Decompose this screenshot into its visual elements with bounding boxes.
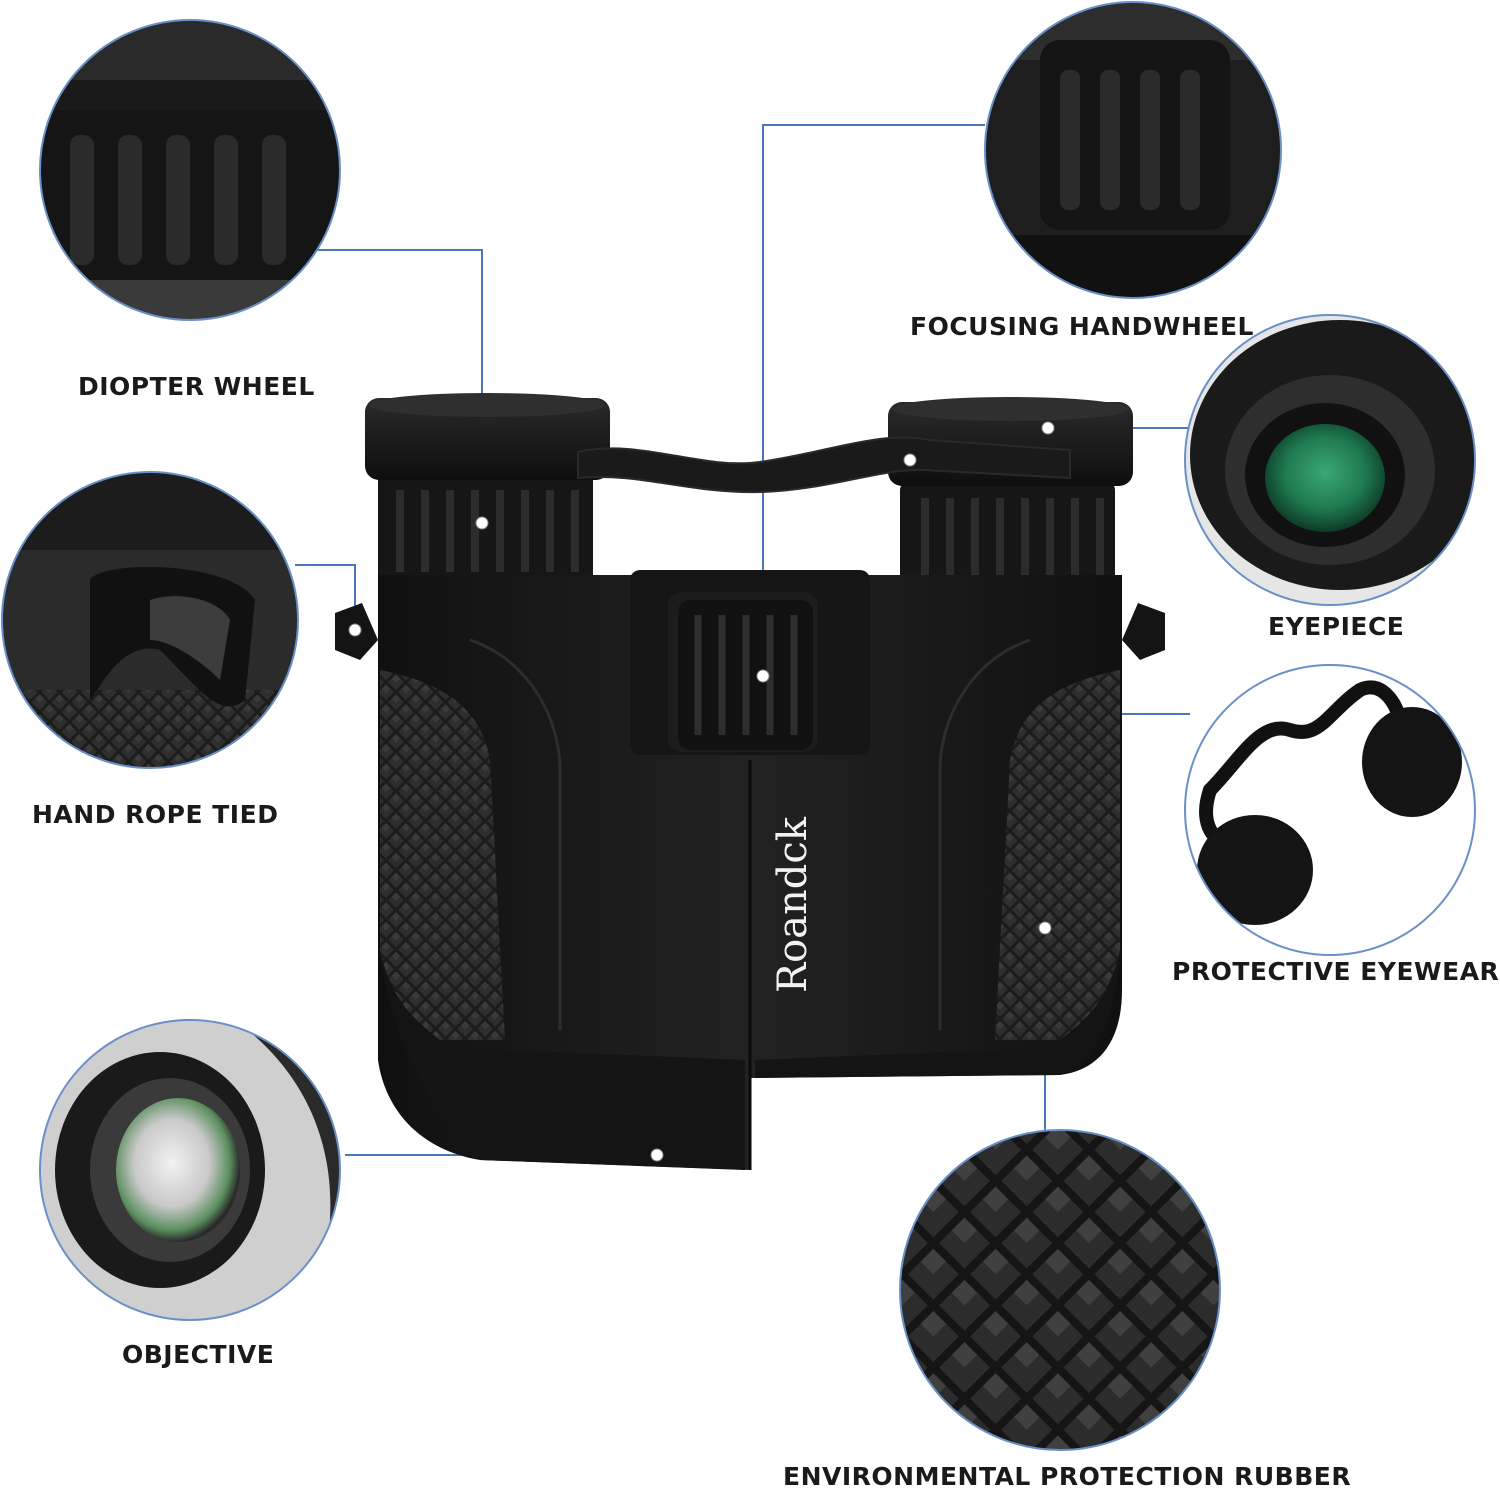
label-protective-eyewear: PROTECTIVE EYEWEAR xyxy=(1172,957,1500,986)
detail-focusing-handwheel xyxy=(984,1,1282,299)
detail-protective-eyewear xyxy=(1184,664,1476,956)
detail-eyepiece xyxy=(1184,314,1476,606)
detail-environmental-protection-rubber xyxy=(899,1129,1221,1451)
label-hand-rope-tied: HAND ROPE TIED xyxy=(32,800,279,829)
label-focusing-handwheel: FOCUSING HANDWHEEL xyxy=(910,312,1254,341)
label-eyepiece: EYEPIECE xyxy=(1268,612,1405,641)
binoculars xyxy=(335,393,1165,1170)
callout-dots xyxy=(348,421,1055,1162)
label-diopter-wheel: DIOPTER WHEEL xyxy=(78,372,315,401)
label-objective: OBJECTIVE xyxy=(122,1340,275,1369)
detail-objective xyxy=(39,1019,341,1321)
detail-hand-rope-tied xyxy=(1,471,299,769)
label-environmental-protection-rubber: ENVIRONMENTAL PROTECTION RUBBER xyxy=(783,1462,1352,1491)
brand-text: Roandck xyxy=(770,816,816,994)
detail-diopter-wheel xyxy=(39,19,341,321)
